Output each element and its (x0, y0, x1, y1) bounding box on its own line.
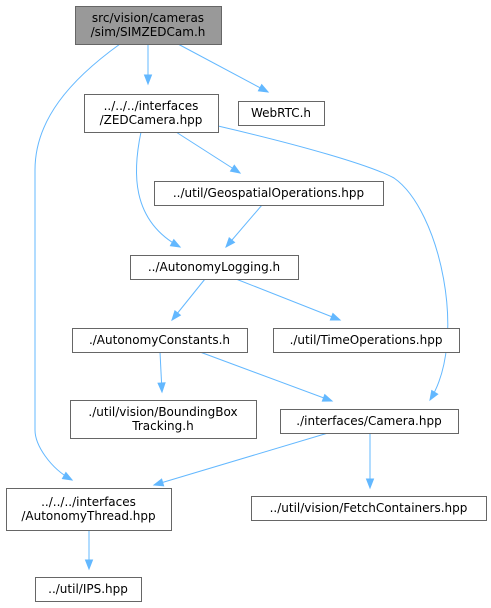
edge-line (199, 351, 333, 402)
node-label-line: ../util/vision/FetchContainers.hpp (270, 501, 468, 515)
node-ips[interactable]: ../util/IPS.hpp (35, 577, 142, 602)
edge-arrowhead (84, 559, 94, 571)
node-label-line: ../../../interfaces (104, 99, 199, 113)
edge-arrowhead (143, 74, 153, 86)
nodes-layer: src/vision/cameras/sim/SIMZEDCam.h ../../… (6, 6, 487, 602)
node-box (75, 6, 222, 45)
node-autonomythread[interactable]: ../../../interfaces/AutonomyThread.hpp (6, 488, 172, 531)
edge-arrowhead (229, 164, 242, 174)
node-label-line: ./util/TimeOperations.hpp (290, 333, 443, 347)
node-label-line: src/vision/cameras (92, 11, 204, 25)
edge-arrowhead (365, 478, 375, 490)
edge-line (175, 131, 241, 174)
node-simzedcam[interactable]: src/vision/cameras/sim/SIMZEDCam.h (75, 6, 222, 45)
node-label-line: /sim/SIMZEDCam.h (91, 25, 206, 39)
edge-simzedcam-to-zedcamera (143, 44, 153, 86)
edges-layer (34, 43, 449, 571)
node-autonomyconstants[interactable]: ./AutonomyConstants.h (72, 328, 248, 353)
node-box (154, 181, 384, 206)
node-box (251, 496, 487, 521)
edge-autonomylogging-to-timeoperations (235, 278, 342, 321)
node-label-line: ../util/GeospatialOperations.hpp (173, 186, 364, 200)
edge-zedcamera-to-geospatial (175, 131, 242, 174)
node-box (84, 94, 219, 133)
node-label-line: ../../../interfaces (41, 495, 136, 509)
edge-line (153, 432, 329, 486)
edge-arrowhead (429, 389, 439, 402)
node-box (280, 409, 459, 434)
edge-line (235, 278, 341, 321)
node-box (70, 400, 257, 439)
node-camera[interactable]: ./interfaces/Camera.hpp (280, 409, 459, 434)
node-box (72, 328, 248, 353)
edge-autonomyconstants-to-boundingbox (157, 351, 166, 394)
node-label-line: WebRTC.h (251, 106, 311, 120)
edge-arrowhead (152, 478, 165, 487)
node-box (273, 328, 460, 353)
node-webrtc[interactable]: WebRTC.h (238, 101, 325, 126)
edge-arrowhead (169, 238, 182, 248)
node-fetchcontainers[interactable]: ../util/vision/FetchContainers.hpp (251, 496, 487, 521)
edge-autonomylogging-to-autonomyconstants (171, 278, 206, 322)
node-timeoperations[interactable]: ./util/TimeOperations.hpp (273, 328, 460, 353)
node-label-line: ../util/IPS.hpp (48, 582, 128, 596)
node-label-line: ./util/vision/BoundingBox (88, 405, 237, 419)
node-box (130, 255, 299, 280)
edge-arrowhead (157, 382, 166, 394)
node-box (238, 101, 325, 126)
edge-camera-to-autonomythread (152, 432, 329, 487)
edge-line (135, 131, 181, 248)
edge-geospatial-to-autonomylogging (225, 204, 263, 249)
edge-line (34, 43, 121, 481)
node-geospatial[interactable]: ../util/GeospatialOperations.hpp (154, 181, 384, 206)
node-zedcamera[interactable]: ../../../interfaces/ZEDCamera.hpp (84, 94, 219, 133)
edge-simzedcam-to-autonomythread (34, 43, 121, 481)
edge-arrowhead (321, 393, 334, 402)
edge-camera-to-fetchcontainers (365, 433, 375, 490)
edge-line (177, 43, 269, 93)
node-label-line: ./AutonomyConstants.h (89, 333, 230, 347)
node-label-line: /ZEDCamera.hpp (100, 113, 203, 127)
node-label-line: ./interfaces/Camera.hpp (296, 414, 441, 428)
edge-arrowhead (257, 83, 270, 93)
edge-autonomythread-to-ips (84, 530, 94, 571)
node-box (6, 488, 172, 531)
edge-arrowhead (225, 237, 236, 249)
edge-autonomyconstants-to-camera (199, 351, 334, 402)
node-label-line: ../AutonomyLogging.h (148, 260, 280, 274)
node-box (35, 577, 142, 602)
edge-arrowhead (329, 312, 342, 321)
edge-simzedcam-to-webrtc (177, 43, 270, 93)
node-autonomylogging[interactable]: ../AutonomyLogging.h (130, 255, 299, 280)
node-label-line: /AutonomyThread.hpp (21, 509, 155, 523)
edge-zedcamera-to-autonomylogging (135, 131, 182, 248)
edge-arrowhead (171, 309, 182, 322)
edge-arrowhead (61, 471, 74, 481)
node-label-line: Tracking.h (131, 419, 193, 433)
